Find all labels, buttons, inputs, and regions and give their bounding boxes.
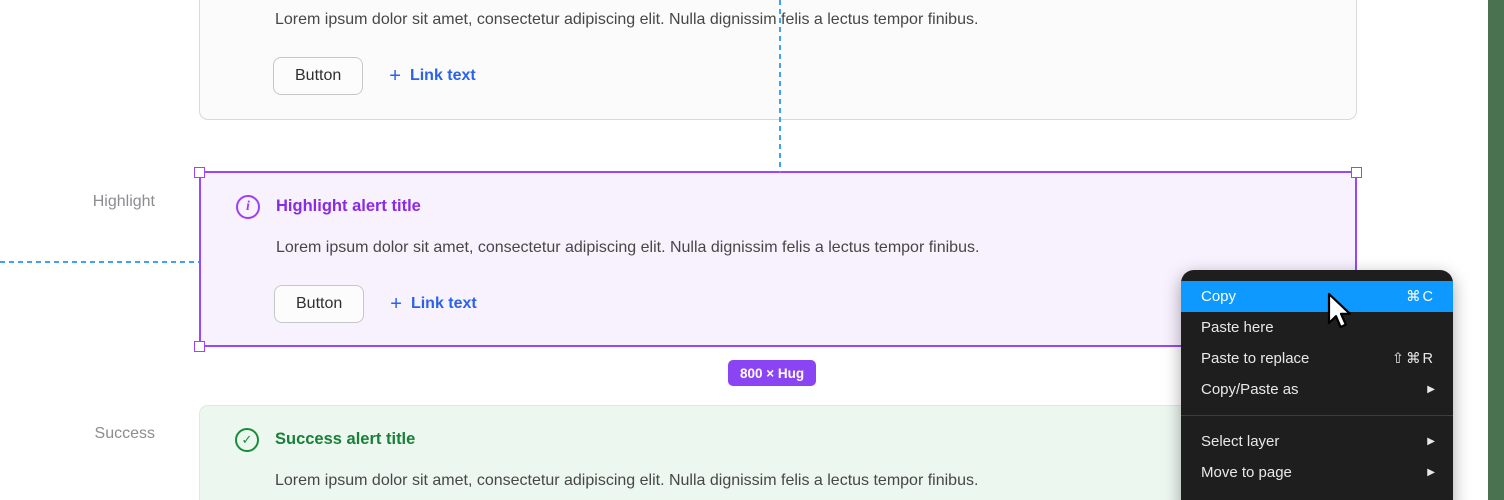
menu-item-copy[interactable]: Copy ⌘C xyxy=(1181,281,1453,312)
info-circle-icon: i xyxy=(236,195,260,219)
menu-item-move-to-page[interactable]: Move to page ▶ xyxy=(1201,464,1435,481)
horizontal-alignment-guide xyxy=(0,261,199,263)
submenu-arrow-icon: ▶ xyxy=(1427,383,1435,395)
desktop-background-edge xyxy=(1488,0,1504,500)
menu-item-copy-paste-as[interactable]: Copy/Paste as ▶ xyxy=(1201,381,1435,398)
menu-item-select-layer[interactable]: Select layer ▶ xyxy=(1201,433,1435,450)
context-menu: Copy ⌘C Paste here Paste to replace ⇧⌘R … xyxy=(1181,270,1453,500)
alert-link[interactable]: + Link text xyxy=(390,294,476,314)
row-label-highlight: Highlight xyxy=(92,193,155,210)
alert-title: Success alert title xyxy=(275,430,416,448)
plus-icon: + xyxy=(389,65,401,87)
alert-button[interactable]: Button xyxy=(273,57,364,95)
alert-card-highlight[interactable]: i Highlight alert title Lorem ipsum dolo… xyxy=(199,171,1357,347)
alert-title: Highlight alert title xyxy=(276,197,421,215)
alert-body-text: Lorem ipsum dolor sit amet, consectetur … xyxy=(275,472,979,489)
vertical-alignment-guide xyxy=(779,0,781,172)
alert-body-text: Lorem ipsum dolor sit amet, consectetur … xyxy=(276,239,980,256)
alert-link-label: Link text xyxy=(409,67,476,84)
alert-card-default[interactable]: Lorem ipsum dolor sit amet, consectetur … xyxy=(199,0,1357,120)
shortcut-paste-to-replace: ⇧⌘R xyxy=(1391,350,1435,367)
selection-handle-top-left[interactable] xyxy=(194,167,205,178)
plus-icon: + xyxy=(390,293,402,315)
check-circle-icon: ✓ xyxy=(235,428,259,452)
submenu-arrow-icon: ▶ xyxy=(1427,435,1435,447)
row-label-success: Success xyxy=(94,425,155,442)
menu-divider xyxy=(1181,415,1453,416)
menu-item-paste-here[interactable]: Paste here xyxy=(1201,319,1274,336)
alert-link-label: Link text xyxy=(410,295,477,312)
submenu-arrow-icon: ▶ xyxy=(1427,466,1435,478)
alert-body-text: Lorem ipsum dolor sit amet, consectetur … xyxy=(275,11,979,28)
alert-button[interactable]: Button xyxy=(274,285,365,323)
shortcut-copy: ⌘C xyxy=(1406,288,1435,305)
alert-card-success[interactable]: ✓ Success alert title Lorem ipsum dolor … xyxy=(199,405,1357,500)
alert-link[interactable]: + Link text xyxy=(389,66,475,86)
mouse-cursor-icon xyxy=(1327,292,1352,329)
selection-handle-top-right[interactable] xyxy=(1351,167,1362,178)
selection-handle-bottom-left[interactable] xyxy=(194,341,205,352)
menu-item-paste-to-replace[interactable]: Paste to replace ⇧⌘R xyxy=(1201,350,1435,367)
frame-size-badge: 800 × Hug xyxy=(728,360,817,386)
